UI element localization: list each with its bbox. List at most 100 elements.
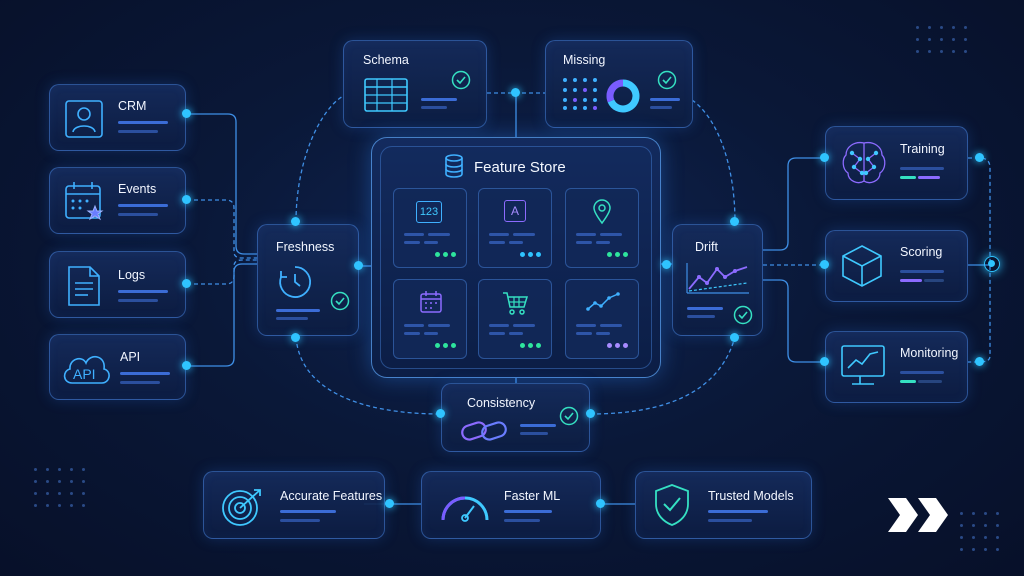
- drift-chart-icon: [686, 263, 749, 294]
- output-card-training: Training: [825, 126, 968, 200]
- grid-dot: [46, 492, 49, 495]
- bar: [513, 233, 535, 236]
- progress-bar-cyan: [900, 380, 916, 383]
- grid-dot: [70, 504, 73, 507]
- feature-tile-numeric: 123: [393, 188, 467, 268]
- bar: [404, 233, 424, 236]
- bar: [509, 241, 523, 244]
- grid-dot: [928, 50, 931, 53]
- feature-tile-date: [393, 279, 467, 359]
- grid-dot: [916, 26, 919, 29]
- trend-icon: [586, 292, 620, 311]
- grid-dot: [964, 38, 967, 41]
- check-icon: [733, 305, 753, 325]
- bar: [687, 315, 715, 318]
- api-icon-text: API: [73, 366, 96, 382]
- bar: [428, 324, 450, 327]
- bar: [650, 106, 672, 109]
- bar: [650, 98, 680, 101]
- bar: [504, 510, 552, 513]
- cart-icon: [503, 292, 529, 315]
- connector-node: [436, 409, 445, 418]
- benefit-label: Trusted Models: [708, 489, 794, 503]
- source-card-crm: CRM: [49, 84, 186, 151]
- bar: [918, 380, 942, 383]
- bar: [280, 519, 320, 522]
- bar: [118, 121, 168, 124]
- benefit-card-accurate-features: Accurate Features: [203, 471, 385, 539]
- check-label: Drift: [695, 240, 718, 254]
- grid-dot: [984, 548, 987, 551]
- grid-dot: [996, 548, 999, 551]
- grid-dot: [952, 26, 955, 29]
- connector-node: [662, 260, 671, 269]
- bar: [118, 290, 168, 293]
- bar: [600, 324, 622, 327]
- feature-tile-trend: [565, 279, 639, 359]
- grid-dot: [940, 38, 943, 41]
- bar: [924, 279, 944, 282]
- grid-dot: [952, 50, 955, 53]
- bar: [280, 510, 336, 513]
- grid-dot: [972, 512, 975, 515]
- bar: [576, 324, 596, 327]
- bar: [489, 324, 509, 327]
- status-dots: [520, 252, 541, 257]
- bar: [404, 332, 420, 335]
- bar: [276, 317, 308, 320]
- grid-dot: [70, 468, 73, 471]
- grid-dot: [984, 524, 987, 527]
- source-card-logs: Logs: [49, 251, 186, 318]
- grid-dot: [940, 50, 943, 53]
- grid-dot: [972, 524, 975, 527]
- bar: [576, 241, 592, 244]
- cube-icon: [842, 245, 882, 287]
- check-card-schema: Schema: [343, 40, 487, 128]
- bar: [509, 332, 523, 335]
- monitor-chart-icon: [841, 345, 885, 385]
- grid-dot: [960, 548, 963, 551]
- bar: [520, 432, 548, 435]
- bar: [513, 324, 535, 327]
- output-card-monitoring: Monitoring: [825, 331, 968, 403]
- grid-dot: [960, 524, 963, 527]
- feature-store: Feature Store 123 A: [371, 137, 661, 378]
- feature-tile-text: A: [478, 188, 552, 268]
- bar: [489, 241, 505, 244]
- bar: [118, 299, 158, 302]
- shield-check-icon: [655, 484, 689, 526]
- grid-dot: [82, 504, 85, 507]
- grid-dot: [916, 38, 919, 41]
- text-icon: A: [504, 200, 526, 222]
- target-icon: [222, 489, 261, 526]
- source-card-events: Events: [49, 167, 186, 234]
- progress-bar-purple: [918, 176, 940, 179]
- grid-dot: [70, 492, 73, 495]
- bar: [421, 106, 447, 109]
- grid-dot: [58, 504, 61, 507]
- output-label: Monitoring: [900, 346, 959, 360]
- grid-dot: [972, 548, 975, 551]
- connector-node: [820, 357, 829, 366]
- check-card-missing: Missing: [545, 40, 693, 128]
- grid-dot: [952, 38, 955, 41]
- source-card-api: API API: [49, 334, 186, 400]
- connector-node: [730, 333, 739, 342]
- user-icon: [65, 100, 103, 138]
- grid-dot: [82, 492, 85, 495]
- grid-dot: [46, 504, 49, 507]
- source-label: Events: [118, 182, 157, 196]
- benefit-label: Faster ML: [504, 489, 561, 503]
- bar: [489, 332, 505, 335]
- grid-dot: [928, 26, 931, 29]
- bar: [404, 241, 420, 244]
- grid-dot: [34, 468, 37, 471]
- cloud-api-icon: [63, 356, 110, 384]
- grid-dot: [960, 512, 963, 515]
- grid-dot: [928, 38, 931, 41]
- check-icon: [559, 406, 579, 426]
- bar: [276, 309, 320, 312]
- grid-dot: [964, 50, 967, 53]
- grid-dot: [34, 492, 37, 495]
- source-label: Logs: [118, 268, 146, 282]
